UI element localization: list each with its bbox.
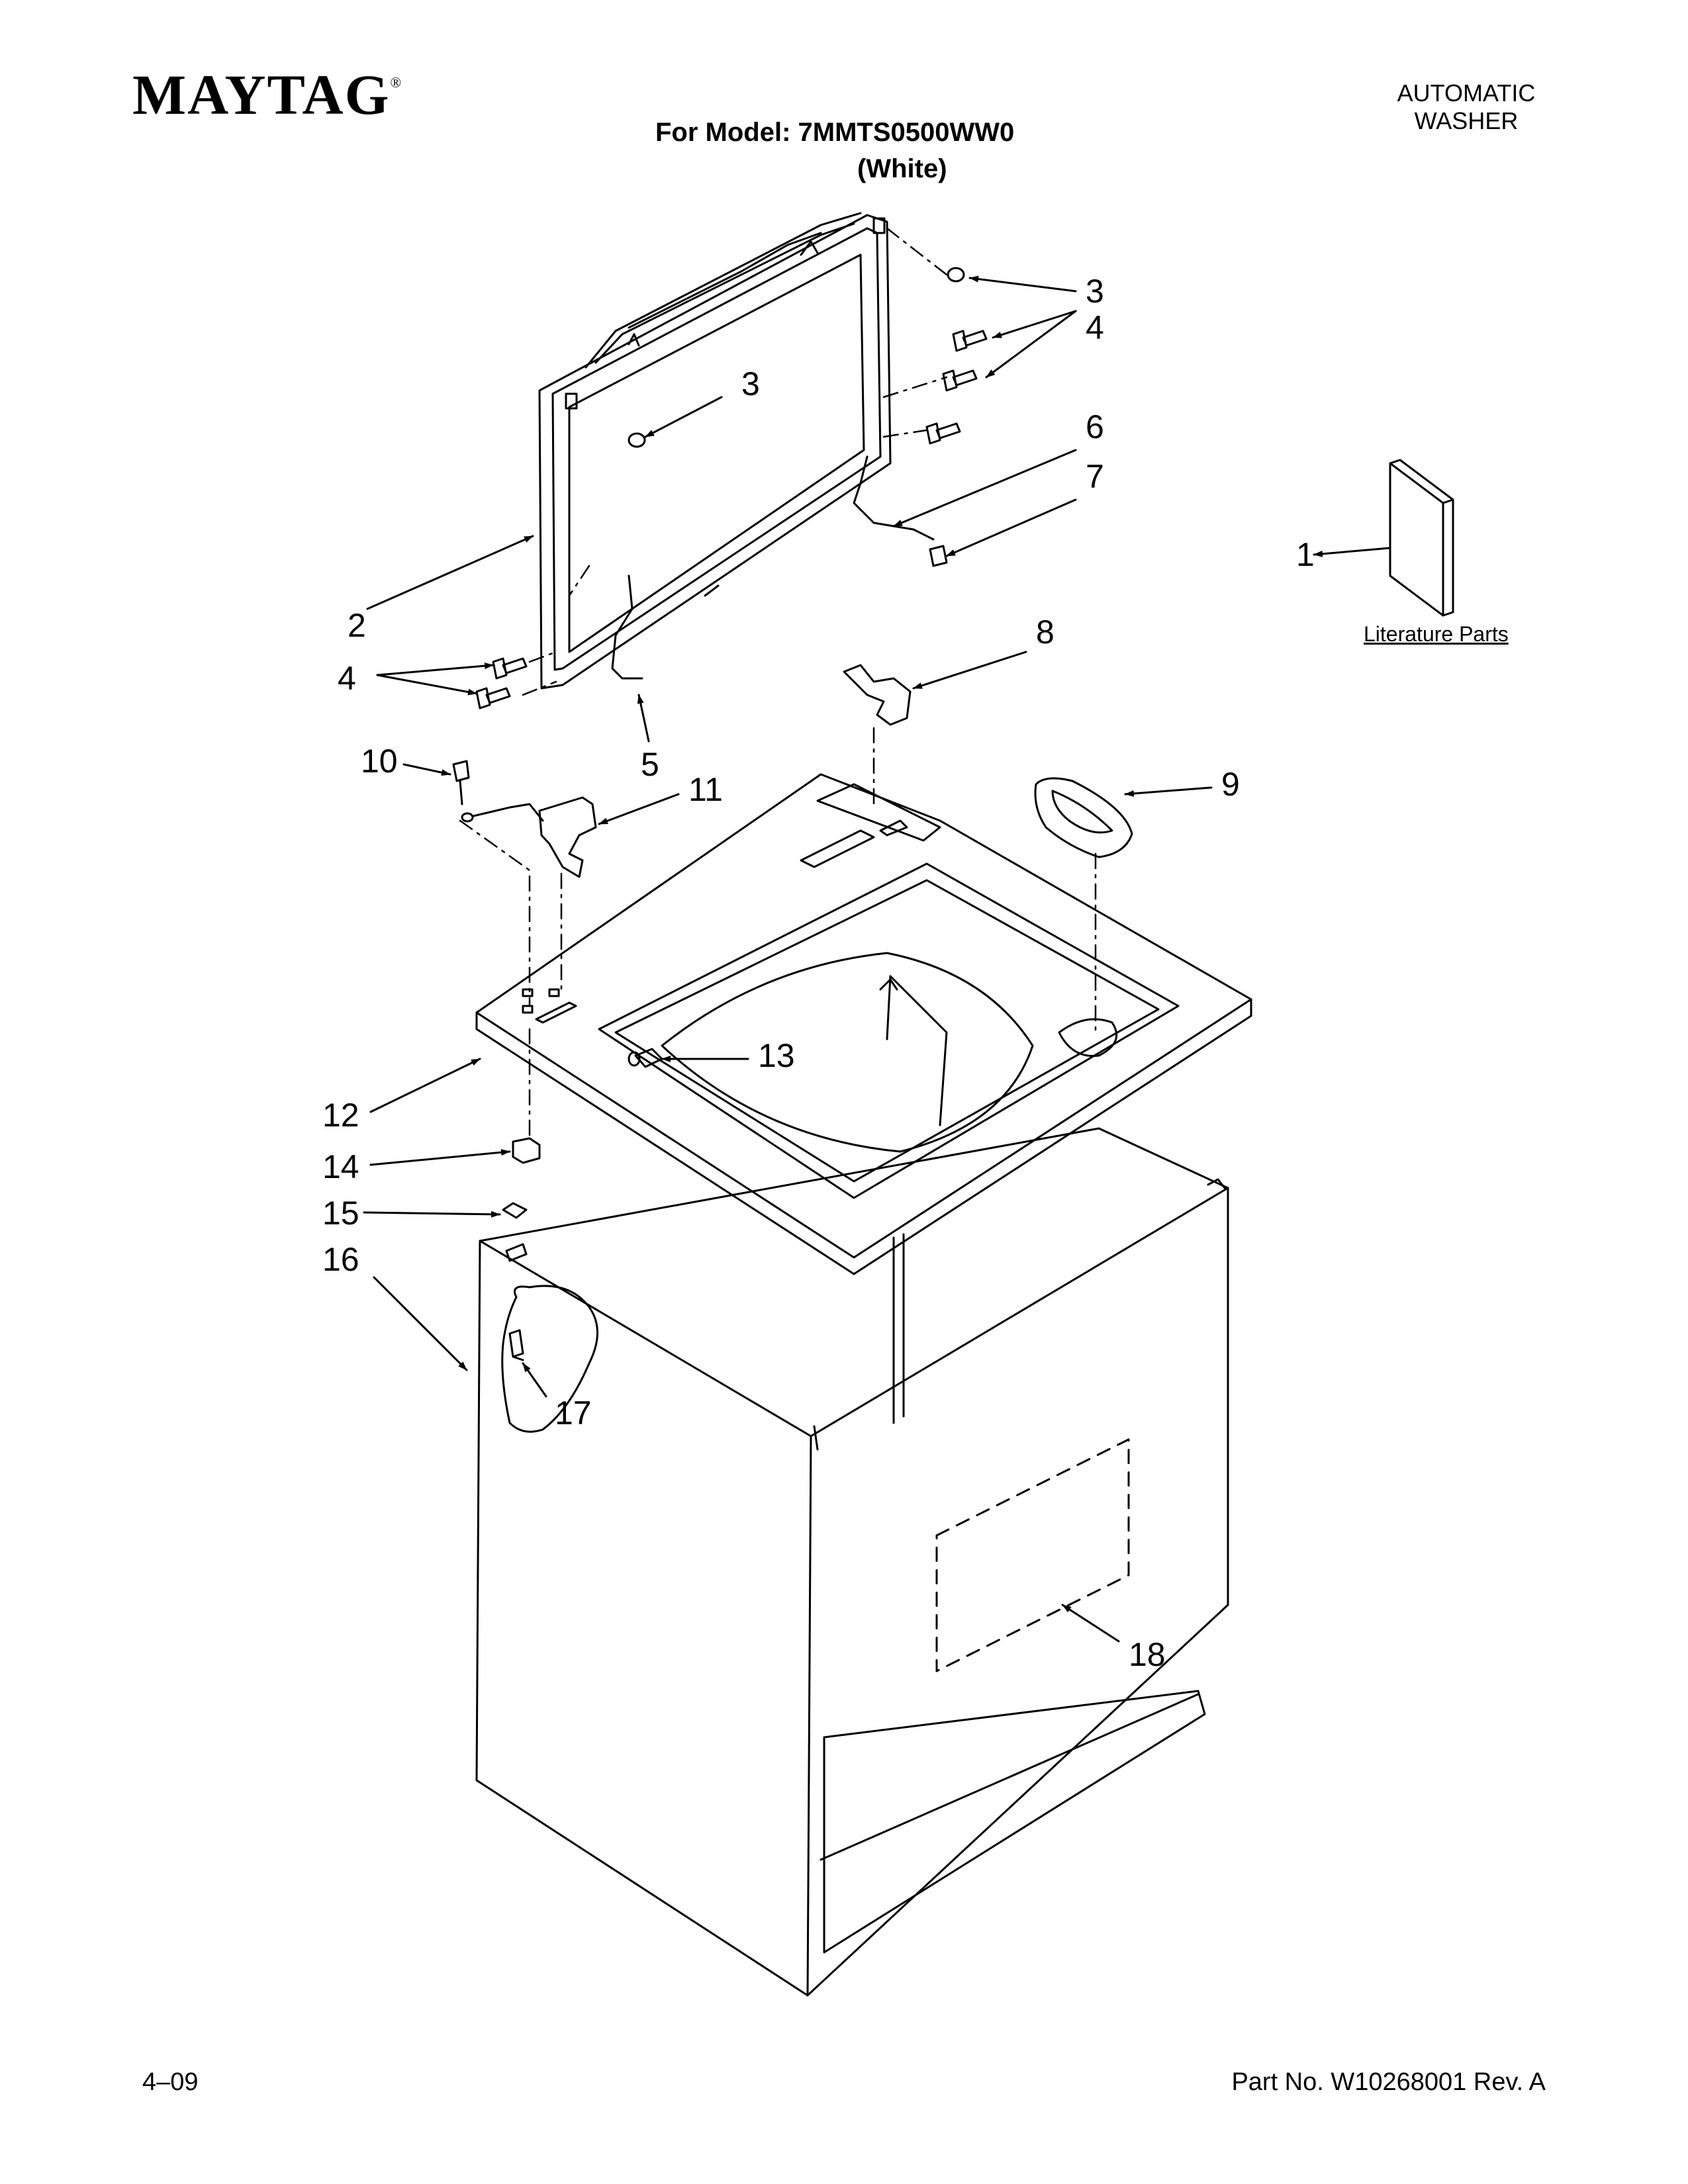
lid-screw-2 [942,369,978,392]
callout-15: 15 [322,1195,359,1232]
ground-wire [461,803,544,823]
callout-9: 9 [1221,766,1240,803]
lid-screw-5 [475,687,511,709]
callout-10: 10 [361,743,398,780]
cabinet-screw [508,1329,524,1361]
top-panel [475,773,1252,1275]
callout-14: 14 [322,1148,359,1185]
cabinet [475,1127,1229,1997]
hinge-wire-left [611,574,643,680]
lid-assembly [538,212,892,690]
literature-parts-caption: Literature Parts [1364,622,1509,646]
callout-12: 12 [322,1097,359,1134]
spring-clip [502,1202,528,1219]
callout-11: 11 [688,771,723,808]
lid-bumper-right [947,267,965,283]
callout-13: 13 [758,1037,795,1074]
lid-screw-1 [952,330,988,352]
footer-part-number: Part No. W10268001 Rev. A [1231,2068,1546,2096]
lid-bumper-left [628,432,646,448]
hinge-retainer [929,545,948,567]
callout-8: 8 [1036,614,1055,651]
literature-parts-booklet [1389,459,1454,617]
hex-nut [512,1137,541,1164]
brand-logo: MAYTAG® [132,66,402,123]
callout-7: 7 [1086,458,1104,495]
lid-screw-3 [925,422,961,445]
color-line: (White) [857,154,947,183]
lid-switch [538,796,597,878]
callout-18: 18 [1129,1636,1166,1673]
alignment-lines [459,227,1097,1143]
callout-16: 16 [322,1241,359,1278]
bleach-dispenser-cup [1034,777,1133,858]
lid-switch-screw [452,760,470,805]
product-type: AUTOMATIC WASHER [1357,79,1575,135]
footer-date: 4–09 [142,2068,199,2096]
callout-3-left: 3 [741,365,760,402]
product-type-line-1: AUTOMATIC [1397,79,1536,107]
brand-name: MAYTAG [132,63,391,126]
callout-2: 2 [348,607,366,644]
registered-mark: ® [390,74,403,91]
callout-17: 17 [555,1394,592,1432]
model-line: For Model: 7MMTS0500WW0 [655,118,1015,147]
lid-screw-4 [492,657,528,680]
callout-6: 6 [1086,408,1104,445]
callout-5: 5 [641,746,659,783]
callout-3-right: 3 [1086,273,1104,310]
callout-1: 1 [1296,536,1315,573]
callout-4-left: 4 [338,660,356,697]
callout-4-right: 4 [1086,309,1104,346]
wiring-label-outline [935,1438,1130,1672]
lid-switch-clip [843,664,912,726]
product-type-line-2: WASHER [1414,107,1519,134]
leader-lines [363,275,1391,1643]
hinge-wire-right [853,455,935,541]
